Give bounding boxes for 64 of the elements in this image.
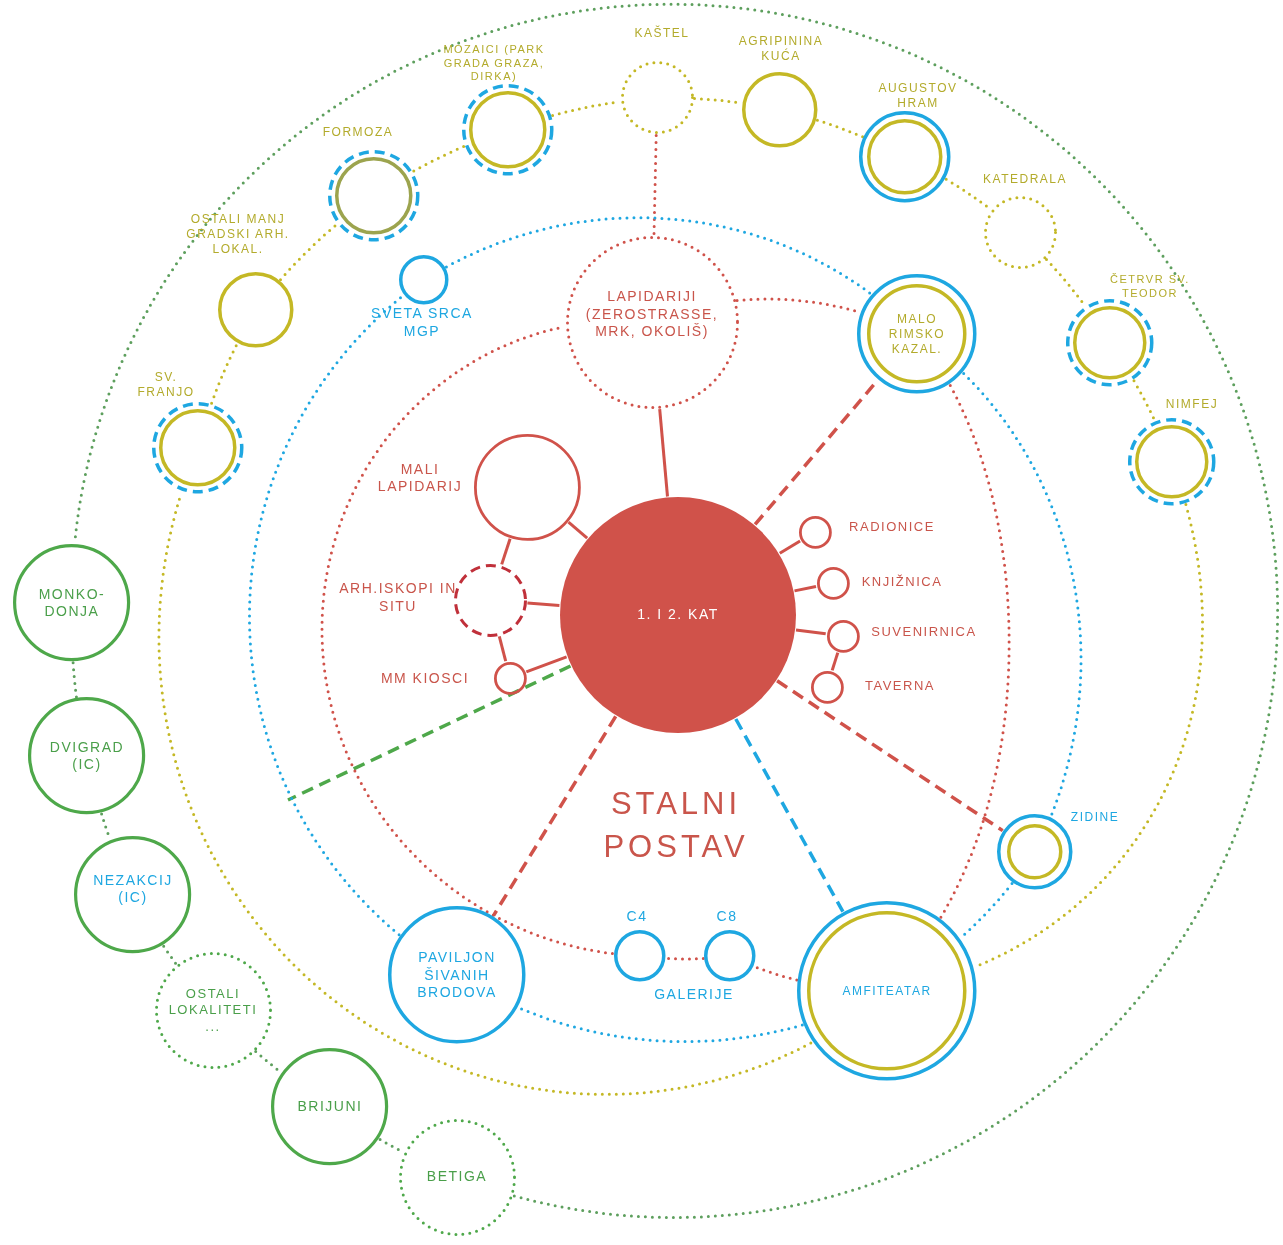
node-label: DVIGRAD (IC) xyxy=(48,738,126,774)
node-label: KNJIŽNICA xyxy=(861,573,943,591)
dotted-connector xyxy=(73,2,1280,1219)
connector-line xyxy=(567,521,589,540)
node-label: SVETA SRCA MGP xyxy=(370,304,474,340)
node-label: MALI LAPIDARIJ xyxy=(376,460,464,496)
node-label: MM KIOSCI xyxy=(380,670,470,688)
node-label: AUGUSTOV HRAM xyxy=(877,81,959,111)
dotted-connector xyxy=(71,661,78,699)
connector-line xyxy=(500,538,512,565)
dashed-connector xyxy=(492,715,618,917)
node-label: TAVERNA xyxy=(865,677,935,695)
dotted-connector xyxy=(815,118,865,139)
node-label: BETIGA xyxy=(426,1168,488,1186)
node-label: AGRIPININA KUĆA xyxy=(737,34,825,64)
node-label: AMFITEATAR xyxy=(842,983,932,999)
node-label: RADIONICE xyxy=(849,518,935,536)
node-label: NIMFEJ xyxy=(1165,396,1219,412)
node-label: ZIDINE xyxy=(1070,809,1120,825)
node-label: OSTALI MANJ GRADSKI ARH. LOKAL. xyxy=(185,211,291,257)
node-label: BRIJUNI xyxy=(297,1098,363,1116)
dotted-connector xyxy=(665,957,705,961)
dashed-connector xyxy=(287,664,572,802)
node-label: MONKO-DONJA xyxy=(37,585,107,621)
diagram-title: STALNI POSTAV xyxy=(602,785,750,867)
connector-line xyxy=(525,655,568,674)
node-label: MALO RIMSKO KAZAL. xyxy=(887,311,947,357)
dotted-connector xyxy=(162,944,178,965)
dotted-connector xyxy=(320,325,614,956)
node-label: PAVILJON ŠIVANIH BRODOVA xyxy=(416,948,498,1002)
node-label: LAPIDARIJI (ZEROSTRASSE, MRK, OKOLIŠ) xyxy=(584,287,720,341)
group-label: GALERIJE xyxy=(654,986,734,1002)
connector-line xyxy=(497,635,508,662)
node-label: ČETRVR SV. TEODOR xyxy=(1109,273,1191,301)
node-label: FORMOZA xyxy=(322,124,394,140)
node-label: ARH.ISKOPI IN SITU xyxy=(338,579,458,615)
node-label: KAŠTEL xyxy=(634,25,690,41)
dotted-connector xyxy=(412,144,466,173)
node-label: 1. I 2. KAT xyxy=(637,606,719,624)
dashed-connector xyxy=(734,718,845,913)
dotted-connector xyxy=(248,294,405,937)
node-label: SV. FRANJO xyxy=(136,370,196,400)
dashed-connector xyxy=(776,679,1004,833)
connector-line xyxy=(795,628,826,636)
connector-line xyxy=(779,539,801,555)
dotted-connector xyxy=(279,223,339,282)
dotted-connector xyxy=(962,371,1083,818)
connector-line xyxy=(527,601,560,607)
node-label: KATEDRALA xyxy=(983,171,1067,187)
dotted-connector xyxy=(517,1006,804,1044)
node-label: SUVENIRNICA xyxy=(871,623,977,641)
dotted-connector xyxy=(939,384,1011,920)
node-label: OSTALI LOKALITETI ... xyxy=(167,985,259,1035)
connector-line xyxy=(830,652,840,671)
node-label: C4 xyxy=(626,908,648,926)
dotted-connector xyxy=(444,216,873,296)
connector-line xyxy=(658,409,669,497)
dotted-connector xyxy=(210,342,239,405)
node-label: C8 xyxy=(716,908,738,926)
dotted-connector xyxy=(652,134,658,236)
node-label: MOZAICI (PARK GRADA GRAZA, DIRKA) xyxy=(442,43,546,85)
connector-line xyxy=(794,585,817,593)
dotted-connector xyxy=(753,965,799,982)
node-label: NEZAKCIJ (IC) xyxy=(92,871,174,907)
